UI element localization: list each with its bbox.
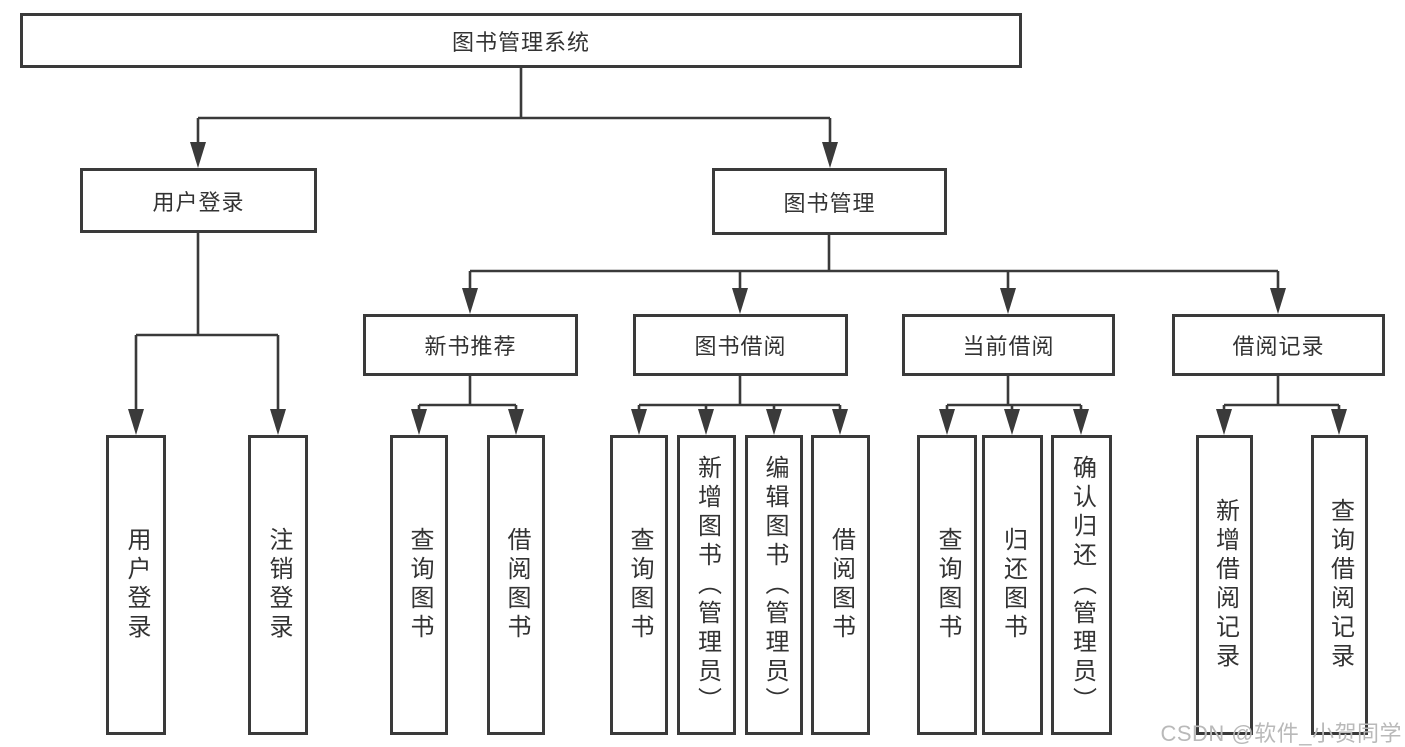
connector-newrec-to-leaves bbox=[411, 376, 524, 435]
leaf-query-books: 查询图书 bbox=[917, 435, 977, 735]
arrow-down-icon bbox=[1073, 409, 1089, 435]
arrow-down-icon bbox=[832, 409, 848, 435]
leaf-query-books: 查询图书 bbox=[390, 435, 448, 735]
arrow-down-icon bbox=[270, 409, 286, 435]
node-label: 图书借阅 bbox=[694, 334, 787, 359]
leaf-borrow-books: 借阅图书 bbox=[487, 435, 545, 735]
node-label: 图书管理系统 bbox=[451, 29, 590, 55]
arrow-down-icon bbox=[698, 409, 714, 435]
arrow-down-icon bbox=[766, 409, 782, 435]
node-label: 图书管理 bbox=[783, 190, 876, 216]
connector-records-to-leaves bbox=[1216, 376, 1347, 435]
leaf-label: 查询图书 bbox=[934, 527, 961, 643]
node-book-management: 图书管理 bbox=[712, 168, 947, 235]
leaf-label: 借阅图书 bbox=[827, 527, 855, 643]
leaf-user-login: 用户登录 bbox=[106, 435, 166, 735]
arrow-down-icon bbox=[411, 409, 427, 435]
arrow-down-icon bbox=[1000, 288, 1016, 314]
arrow-down-icon bbox=[1004, 409, 1020, 435]
leaf-label: 查询图书 bbox=[406, 527, 433, 643]
leaf-label: 新增借阅记录 bbox=[1211, 498, 1239, 672]
leaf-query-books: 查询图书 bbox=[610, 435, 668, 735]
connector-root-to-level2 bbox=[190, 68, 838, 168]
arrow-down-icon bbox=[1270, 288, 1286, 314]
arrow-down-icon bbox=[732, 288, 748, 314]
arrow-down-icon bbox=[822, 142, 838, 168]
node-user-login: 用户登录 bbox=[80, 168, 317, 233]
connector-mgmt-to-level3 bbox=[462, 235, 1286, 314]
node-new-book-recommend: 新书推荐 bbox=[363, 314, 578, 376]
node-borrow-records: 借阅记录 bbox=[1172, 314, 1385, 376]
arrow-down-icon bbox=[508, 409, 524, 435]
arrow-down-icon bbox=[128, 409, 144, 435]
leaf-label: 新增图书（管理员） bbox=[693, 454, 721, 716]
node-label: 当前借阅 bbox=[962, 334, 1055, 359]
leaf-label: 查询借阅记录 bbox=[1326, 498, 1354, 672]
leaf-label: 归还图书 bbox=[999, 527, 1027, 643]
arrow-down-icon bbox=[462, 288, 478, 314]
leaf-logout: 注销登录 bbox=[248, 435, 308, 735]
leaf-label: 借阅图书 bbox=[503, 527, 530, 643]
connector-borrow-to-leaves bbox=[631, 376, 848, 435]
arrow-down-icon bbox=[1216, 409, 1232, 435]
leaf-add-books-admin: 新增图书（管理员） bbox=[677, 435, 736, 735]
csdn-watermark: CSDN @软件_小贺同学 bbox=[1160, 721, 1402, 746]
node-label: 用户登录 bbox=[152, 189, 245, 215]
arrow-down-icon bbox=[939, 409, 955, 435]
leaf-label: 编辑图书（管理员） bbox=[761, 454, 788, 716]
node-label: 借阅记录 bbox=[1232, 334, 1325, 359]
leaf-return-books: 归还图书 bbox=[982, 435, 1043, 735]
arrow-down-icon bbox=[190, 142, 206, 168]
leaf-add-borrow-record: 新增借阅记录 bbox=[1196, 435, 1253, 735]
leaf-label: 用户登录 bbox=[123, 527, 150, 643]
leaf-borrow-books: 借阅图书 bbox=[811, 435, 870, 735]
connector-current-to-leaves bbox=[939, 376, 1089, 435]
node-label: 新书推荐 bbox=[424, 334, 517, 359]
leaf-confirm-return-admin: 确认归还（管理员） bbox=[1051, 435, 1112, 735]
node-book-borrow: 图书借阅 bbox=[633, 314, 848, 376]
leaf-query-borrow-record: 查询借阅记录 bbox=[1311, 435, 1368, 735]
arrow-down-icon bbox=[631, 409, 647, 435]
node-library-management-system: 图书管理系统 bbox=[20, 13, 1022, 68]
connector-login-to-leaves bbox=[128, 233, 286, 435]
leaf-label: 确认归还（管理员） bbox=[1068, 454, 1096, 716]
arrow-down-icon bbox=[1331, 409, 1347, 435]
leaf-label: 查询图书 bbox=[626, 527, 653, 643]
leaf-label: 注销登录 bbox=[265, 527, 292, 643]
leaf-edit-books-admin: 编辑图书（管理员） bbox=[745, 435, 803, 735]
node-current-borrow: 当前借阅 bbox=[902, 314, 1115, 376]
